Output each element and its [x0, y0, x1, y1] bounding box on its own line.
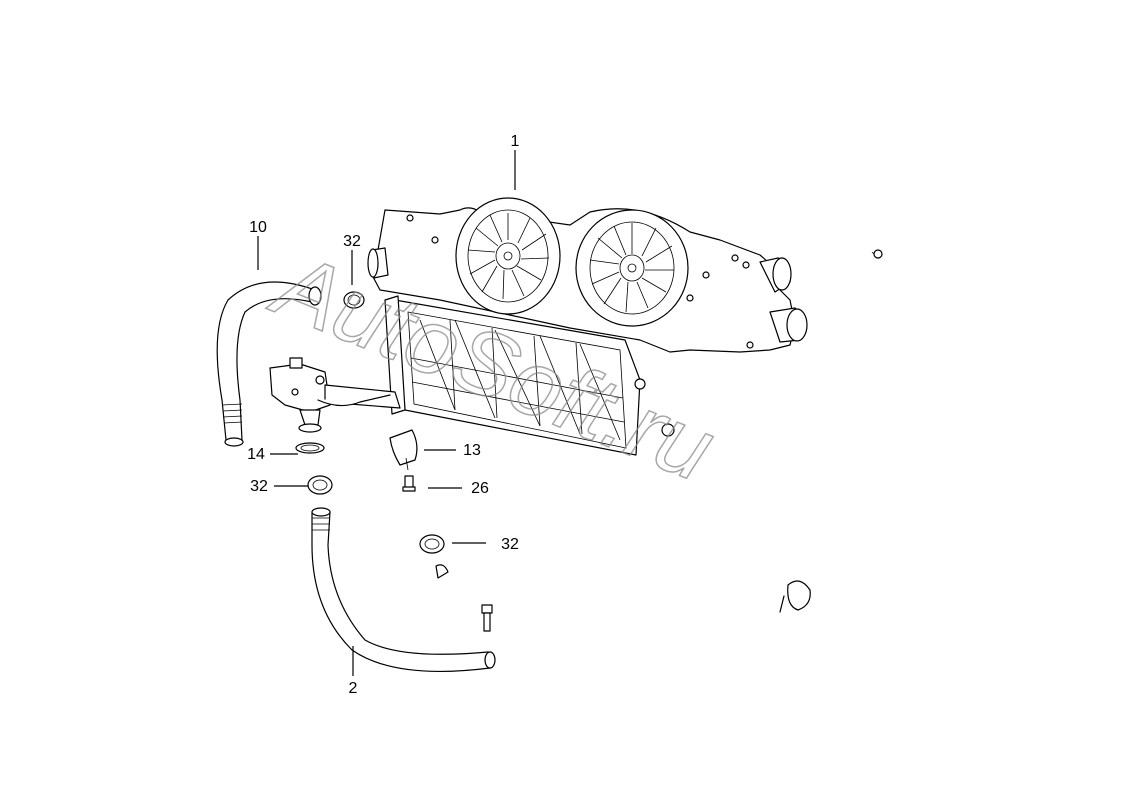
callout-32-clamp-left: 32: [250, 478, 268, 495]
hose-clamp: [307, 475, 333, 495]
clip: [871, 249, 883, 259]
heater-core: [384, 295, 675, 456]
heater-valve: [269, 357, 401, 433]
callout-32-clamp-top: 32: [343, 233, 361, 250]
callout-32-clamp-lower: 32: [501, 536, 519, 553]
callout-26: 26: [471, 480, 489, 497]
callouts: 1 10 32 14 32 13 26 32 2: [247, 133, 519, 697]
screw: [402, 475, 416, 492]
cover: [389, 429, 418, 471]
callout-2: 2: [349, 680, 358, 697]
callout-1: 1: [511, 133, 520, 150]
bolt: [481, 604, 493, 632]
upper-hose: [216, 281, 322, 447]
blower-housing-assembly: [367, 197, 808, 353]
callout-14: 14: [247, 446, 265, 463]
clip: [779, 580, 811, 613]
o-ring: [295, 442, 325, 454]
callout-13: 13: [463, 442, 481, 459]
leader-lines: [257, 150, 516, 676]
callout-10: 10: [249, 219, 267, 236]
hose-clamp: [343, 291, 365, 309]
lower-hose: [311, 507, 496, 673]
hose-clamp: [419, 534, 449, 579]
